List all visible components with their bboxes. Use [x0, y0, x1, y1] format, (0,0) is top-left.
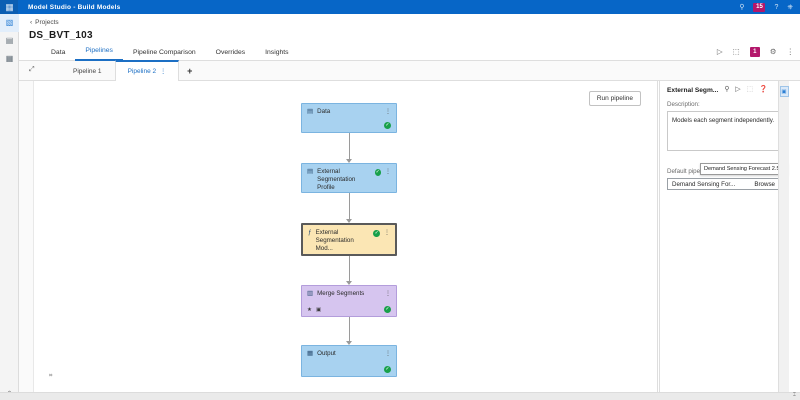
sidebar-item-data[interactable]: ▤: [0, 32, 19, 50]
more-kebab-icon[interactable]: ⋮: [787, 48, 795, 56]
star-icon: ★: [307, 307, 312, 313]
node-profile-kebab-icon[interactable]: ⋮: [385, 168, 391, 176]
app-bar: ▦ Model Studio - Build Models ⚲ 15 ? ⎈: [0, 0, 800, 14]
add-pipeline-button[interactable]: +: [179, 61, 200, 81]
run-pipeline-button[interactable]: Run pipeline: [589, 91, 641, 106]
page-title: DS_BVT_103: [29, 30, 93, 41]
grid-icon[interactable]: ▦: [0, 0, 18, 14]
notification-badge[interactable]: 15: [753, 3, 765, 12]
tab-overrides[interactable]: Overrides: [206, 49, 255, 61]
node-output-kebab-icon[interactable]: ⋮: [385, 350, 391, 358]
default-pipeline-value: Demand Sensing For...: [668, 181, 748, 188]
node-profile-label: External Segmentation Profile: [317, 168, 370, 192]
app-title: Model Studio - Build Models: [28, 4, 120, 11]
search-icon[interactable]: ⚲: [739, 4, 744, 11]
properties-panel-header: External Segm... ⚲ ▷ ⬚ ❓: [660, 81, 789, 99]
help-icon[interactable]: ?: [774, 4, 778, 11]
description-label: Description:: [667, 101, 789, 108]
tab-data[interactable]: Data: [41, 49, 75, 61]
node-merge-kebab-icon[interactable]: ⋮: [385, 290, 391, 298]
app-bar-actions: ⚲ 15 ? ⎈: [739, 3, 800, 12]
connector-merge-to-output: [349, 317, 350, 341]
main-tabs: Data Pipelines Pipeline Comparison Overr…: [41, 47, 299, 61]
node-merge-label: Merge Segments: [317, 290, 381, 298]
help-icon[interactable]: ❓: [759, 87, 767, 94]
pipeline-tab-2-kebab-icon[interactable]: ⋮: [160, 68, 166, 75]
pipeline-tab-1[interactable]: Pipeline 1: [61, 61, 115, 81]
pipeline-tab-1-label: Pipeline 1: [73, 68, 102, 75]
save-icon[interactable]: ⬚: [733, 48, 740, 56]
save-node-icon[interactable]: ⬚: [747, 87, 753, 94]
profile-node-icon: ▤: [307, 168, 313, 176]
data-icon: ▤: [6, 37, 14, 45]
breadcrumb-back-icon: ‹: [30, 19, 32, 26]
sidebar-item-projects[interactable]: ▧: [0, 14, 19, 32]
node-output-status-badge: ✓: [384, 366, 391, 373]
connector-model-to-merge: [349, 256, 350, 281]
pipeline-tab-2-label: Pipeline 2: [128, 68, 157, 75]
output-node-icon: ▦: [307, 350, 313, 358]
node-output[interactable]: ▦ Output ⋮ ✓: [301, 345, 397, 377]
pipeline-canvas[interactable]: Run pipeline ⌗ ▤ Data ⋮ ✓: [19, 81, 658, 392]
merge-node-icon: ▥: [307, 290, 313, 298]
table-icon: ▣: [316, 307, 321, 313]
tab-pipelines[interactable]: Pipelines: [75, 47, 123, 61]
node-data[interactable]: ▤ Data ⋮ ✓: [301, 103, 397, 133]
model-node-icon: ƒ: [308, 229, 312, 237]
collapse-panel-icon[interactable]: ▣: [780, 86, 789, 97]
node-external-segmentation-model[interactable]: ƒ External Segmentation Mod... ✓ ⋮: [301, 223, 397, 256]
status-bar: ⌶: [0, 392, 800, 400]
node-external-segmentation-profile[interactable]: ▤ External Segmentation Profile ✓ ⋮: [301, 163, 397, 193]
node-output-label: Output: [317, 350, 381, 358]
zoom-icon[interactable]: ⚲: [724, 87, 729, 94]
node-data-kebab-icon[interactable]: ⋮: [385, 108, 391, 116]
signout-icon[interactable]: ⎈: [787, 4, 793, 11]
sidebar-item-models[interactable]: ▦: [0, 50, 19, 68]
data-node-icon: ▤: [307, 108, 313, 116]
node-data-label: Data: [317, 108, 381, 116]
issues-badge[interactable]: 1: [750, 47, 760, 57]
connector-profile-to-model: [349, 193, 350, 219]
node-profile-status-badge: ✓: [375, 169, 382, 176]
connector-data-to-profile: [349, 133, 350, 159]
node-merge-status-badge: ✓: [384, 306, 391, 313]
settings-gear-icon[interactable]: ⚙: [770, 48, 777, 56]
properties-panel-edge: ▣: [778, 81, 789, 392]
run-node-icon[interactable]: ▷: [735, 87, 740, 94]
breadcrumb-label: Projects: [35, 19, 58, 26]
page-header: ‹Projects DS_BVT_103 Data Pipelines Pipe…: [19, 14, 800, 61]
node-merge-subicons: ★ ▣: [307, 307, 321, 313]
node-merge-segments[interactable]: ▥ Merge Segments ⋮ ★ ▣ ✓: [301, 285, 397, 317]
properties-panel-title: External Segm...: [667, 87, 718, 94]
expand-canvas-icon[interactable]: ⤢: [29, 66, 35, 74]
node-model-kebab-icon[interactable]: ⋮: [384, 229, 390, 237]
header-action-bar: ▷ ⬚ 1 ⚙ ⋮: [717, 47, 794, 57]
default-pipeline-tooltip: Demand Sensing Forecast 2.5.1: [700, 163, 788, 175]
properties-panel: External Segm... ⚲ ▷ ⬚ ❓ Description: Mo…: [659, 81, 789, 392]
resize-grip-icon[interactable]: ⌶: [793, 392, 796, 399]
projects-icon: ▧: [6, 19, 14, 27]
node-data-status-badge: ✓: [384, 122, 391, 129]
description-textarea[interactable]: Models each segment independently.: [667, 111, 782, 151]
pipeline-tab-2[interactable]: Pipeline 2 ⋮: [115, 60, 180, 81]
pipeline-tab-bar: ⤢ Pipeline 1 Pipeline 2 ⋮ +: [19, 61, 800, 81]
browse-button[interactable]: Browse: [748, 181, 781, 188]
node-model-status-badge: ✓: [373, 230, 380, 237]
pipeline-tabs: Pipeline 1 Pipeline 2 ⋮ +: [61, 61, 200, 81]
breadcrumb[interactable]: ‹Projects: [30, 19, 59, 26]
run-icon[interactable]: ▷: [717, 48, 723, 56]
models-icon: ▦: [6, 55, 14, 63]
canvas-zoom-icon[interactable]: ⌗: [49, 373, 52, 380]
canvas-gutter: [19, 81, 34, 392]
tab-insights[interactable]: Insights: [255, 49, 298, 61]
left-icon-rail: ▧ ▤ ▦ ⚙: [0, 14, 19, 400]
default-pipeline-field[interactable]: Demand Sensing For... Browse: [667, 178, 782, 190]
node-model-label: External Segmentation Mod...: [316, 229, 370, 253]
